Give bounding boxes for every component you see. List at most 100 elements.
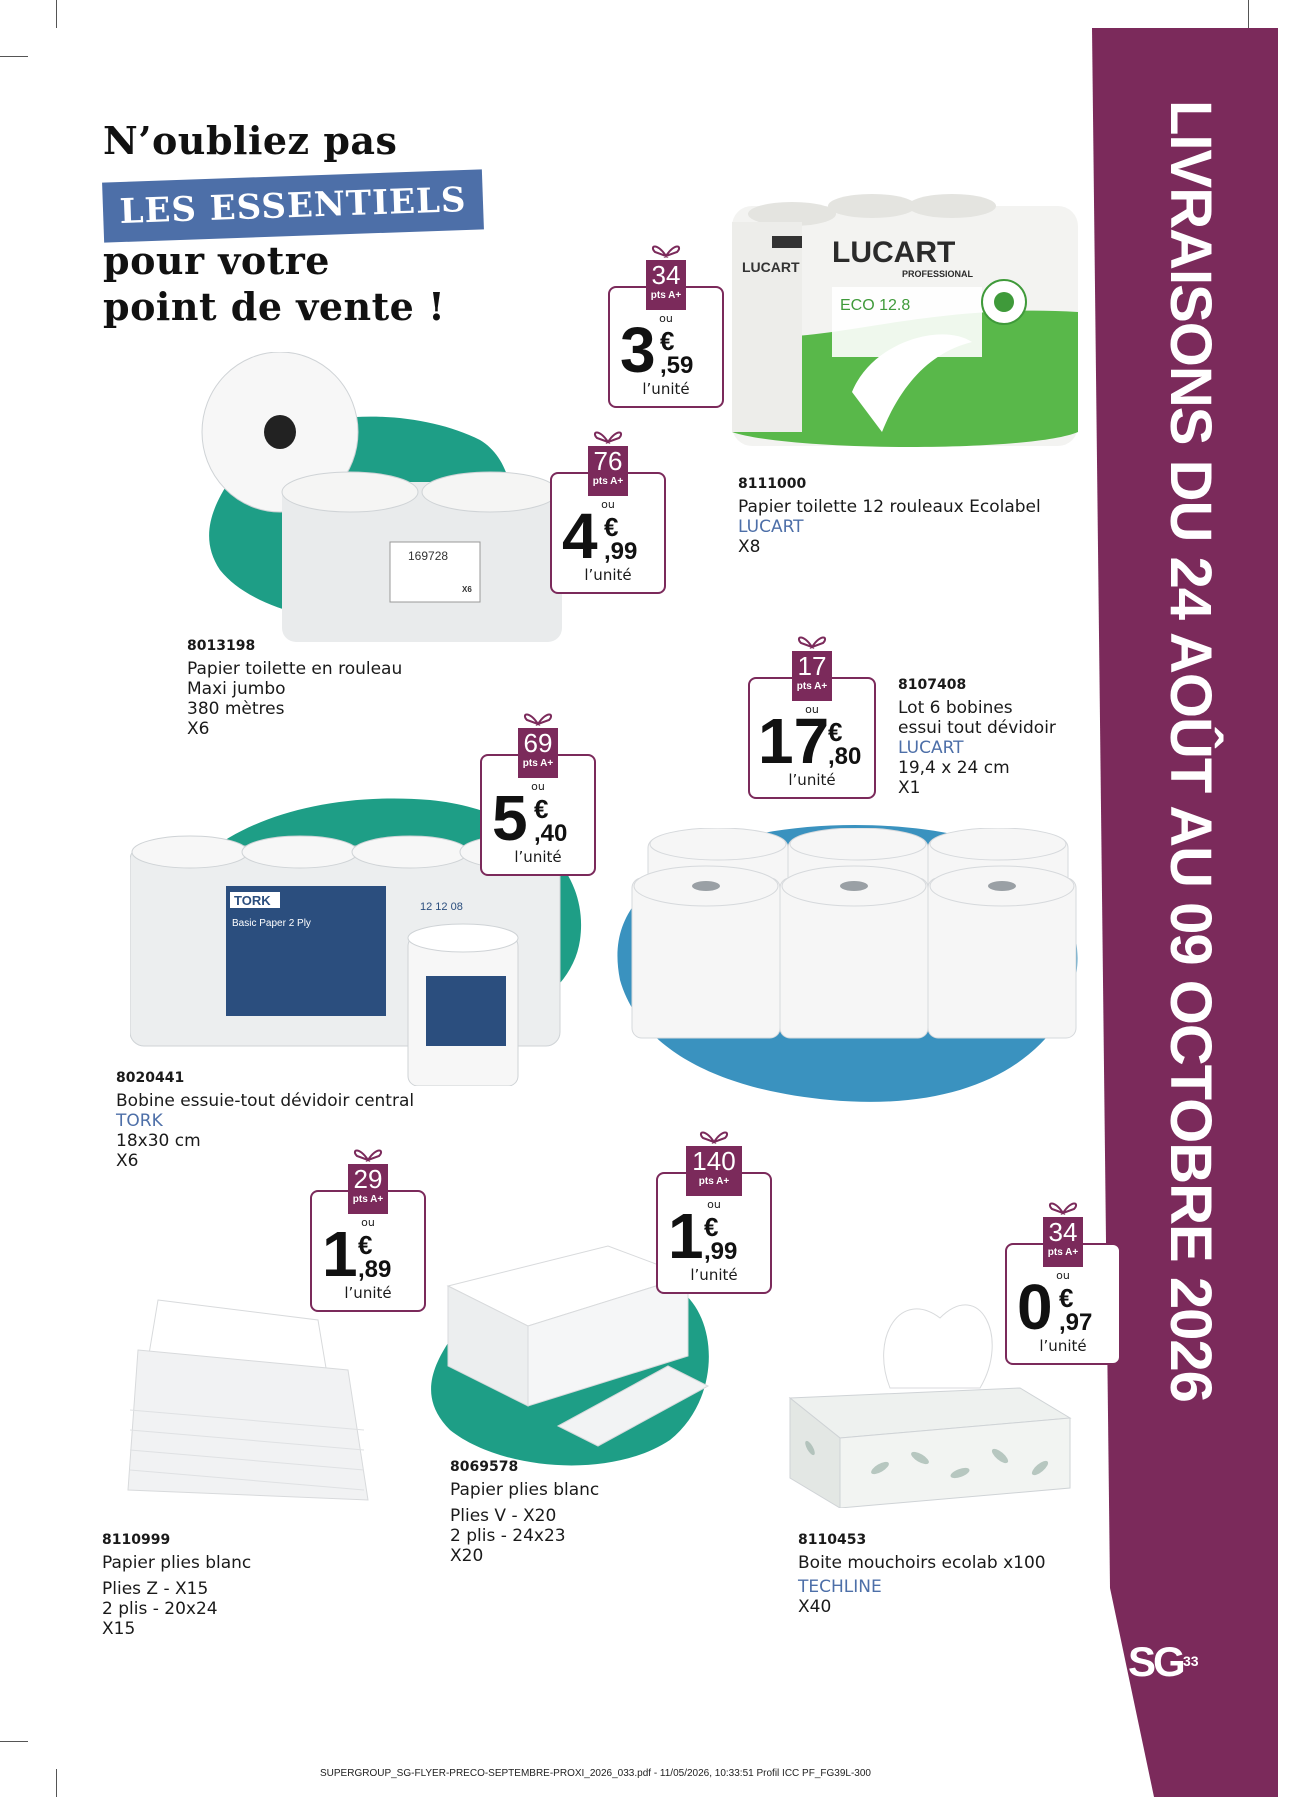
product-size: 18x30 cm (116, 1131, 201, 1151)
product-name: Papier plies blanc (450, 1480, 600, 1500)
gift-icon (797, 636, 827, 649)
product-detail: 2 plis - 20x24 (102, 1599, 218, 1619)
product-qty: X40 (798, 1597, 832, 1617)
product-brand: TECHLINE (798, 1577, 882, 1597)
price-euros: 3 (620, 314, 656, 386)
price-cents: ,59 (660, 352, 694, 379)
pack-brand: LUCART (832, 236, 955, 269)
product-detail: Plies V - X20 (450, 1506, 557, 1526)
product-qty: X6 (187, 719, 210, 739)
print-footer: SUPERGROUP_SG-FLYER-PRECO-SEPTEMBRE-PROX… (320, 1768, 871, 1779)
gift-icon (593, 431, 623, 444)
price-cents: ,99 (604, 538, 638, 565)
price-euros: 17 (758, 705, 830, 777)
product-info: 8013198 Papier toilette en rouleau Maxi … (187, 636, 402, 739)
product-detail: Plies Z - X15 (102, 1579, 209, 1599)
price-euros: 0 (1017, 1271, 1053, 1343)
page-number: 33 (1183, 1653, 1199, 1669)
euro-icon: € (358, 1230, 373, 1260)
pack-range: ECO 12.8 (840, 297, 910, 314)
euro-icon: € (534, 794, 549, 824)
pack-sub: Basic Paper 2 Ply (232, 918, 311, 929)
price-cents: ,80 (828, 743, 862, 770)
product-code: 8111000 (738, 476, 807, 492)
crop-mark (0, 56, 28, 57)
gift-icon (651, 245, 681, 258)
product-info: 8110999 Papier plies blanc Plies Z - X15… (102, 1530, 251, 1639)
gift-icon (523, 713, 553, 726)
price-cents: ,97 (1059, 1309, 1093, 1336)
product-code: 8110999 (102, 1532, 171, 1548)
pack-ref: 169728 (408, 549, 448, 563)
gift-icon (353, 1149, 383, 1162)
heading-line-2: pour votre (103, 238, 330, 283)
side-band (1092, 28, 1278, 1797)
product-detail: 380 mètres (187, 699, 285, 719)
pack-ref: 12 12 08 (420, 901, 463, 913)
product-info: 8020441 Bobine essuie-tout dévidoir cent… (116, 1068, 414, 1171)
unit-label: l’unité (344, 1284, 392, 1302)
price-euros: 4 (562, 500, 598, 572)
or-label: ou (1056, 1269, 1070, 1282)
delivery-dates-banner: LIVRAISONS DU 24 AOÛT AU 09 OCTOBRE 2026 (1158, 100, 1223, 1402)
product-brand: LUCART (738, 517, 804, 537)
product-qty: X1 (898, 778, 921, 798)
or-label: ou (707, 1198, 721, 1211)
product-name: Boite mouchoirs ecolab x100 (798, 1553, 1046, 1573)
or-label: ou (659, 312, 673, 325)
product-detail: Maxi jumbo (187, 679, 286, 699)
product-qty: X20 (450, 1546, 484, 1566)
product-detail: 2 plis - 24x23 (450, 1526, 566, 1546)
heading-banner: LES ESSENTIELS (102, 169, 484, 243)
product-name: Papier toilette 12 rouleaux Ecolabel (738, 497, 1041, 517)
product-image-z-fold-towels (127, 1299, 369, 1501)
product-image-lucart-pack: LUCART LUCART PROFESSIONAL ECO 12.8 (732, 194, 1078, 447)
or-label: ou (361, 1216, 375, 1229)
or-label: ou (805, 703, 819, 716)
or-label: ou (601, 498, 615, 511)
unit-label: l’unité (514, 848, 562, 866)
product-info: 8069578 Papier plies blanc Plies V - X20… (450, 1457, 599, 1566)
price-euros: 1 (322, 1218, 358, 1290)
product-code: 8013198 (187, 638, 256, 654)
product-qty: X15 (102, 1619, 136, 1639)
price-cents: ,89 (358, 1256, 392, 1283)
pack-qty: X6 (462, 585, 472, 594)
product-image-six-rolls (631, 828, 1077, 1039)
euro-icon: € (660, 326, 675, 356)
crop-mark (56, 1769, 57, 1797)
price-cents: ,40 (534, 820, 568, 847)
product-detail: essui tout dévidoir (898, 718, 1056, 738)
gift-icon (1048, 1202, 1078, 1215)
product-name: Papier toilette en rouleau (187, 659, 403, 679)
or-label: ou (531, 780, 545, 793)
price-euros: 5 (492, 782, 528, 854)
product-qty: X6 (116, 1151, 139, 1171)
product-info: 8107408 Lot 6 bobines essui tout dévidoi… (898, 675, 1056, 798)
product-code: 8110453 (798, 1532, 867, 1548)
pack-brand-side: LUCART (742, 259, 800, 275)
product-image-jumbo-rolls: 169728 X6 (201, 352, 562, 642)
crop-mark (0, 1741, 28, 1742)
price-euros: 1 (668, 1200, 704, 1272)
product-info: 8111000 Papier toilette 12 rouleaux Ecol… (738, 474, 1041, 557)
crop-mark (1248, 0, 1249, 28)
pack-sub: PROFESSIONAL (902, 269, 974, 279)
unit-label: l’unité (788, 771, 836, 789)
pack-brand: TORK (234, 893, 271, 908)
product-size: 19,4 x 24 cm (898, 758, 1010, 778)
product-name: Lot 6 bobines (898, 698, 1013, 718)
unit-label: l’unité (690, 1266, 738, 1284)
sg-logo: SG (1128, 1638, 1186, 1685)
euro-icon: € (828, 717, 843, 747)
